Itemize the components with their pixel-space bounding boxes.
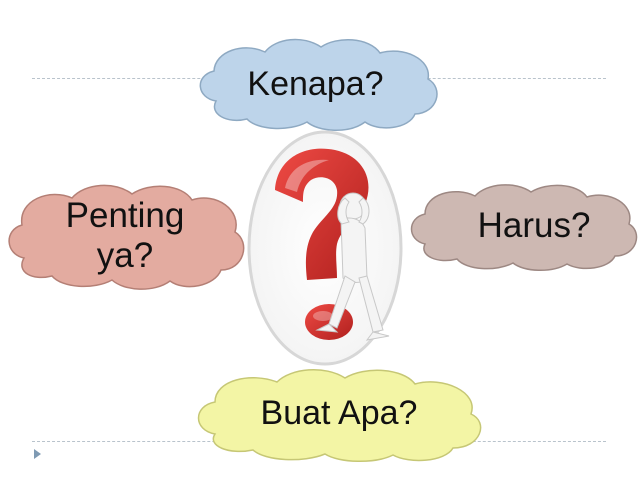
bullet-arrow-icon — [34, 449, 41, 459]
cloud-label-penting-ya: Penting ya? — [65, 195, 185, 275]
cloud-kenapa: Kenapa? — [189, 34, 442, 132]
cloud-shape-icon — [410, 184, 638, 271]
cloud-label-harus: Harus? — [477, 205, 591, 245]
cloud-label-kenapa: Kenapa? — [247, 65, 384, 104]
cloud-buat-apa: Buat Apa? — [187, 364, 491, 464]
cloud-harus: Harus? — [403, 180, 638, 272]
cloud-label-buat-apa: Buat Apa? — [260, 394, 418, 433]
cloud-penting-ya: Penting ya? — [2, 180, 248, 292]
cloud-shape-icon — [199, 38, 438, 131]
cloud-shape-icon — [197, 368, 482, 462]
confused-person-question-mark-icon — [247, 130, 403, 366]
cloud-shape-icon — [8, 184, 245, 290]
